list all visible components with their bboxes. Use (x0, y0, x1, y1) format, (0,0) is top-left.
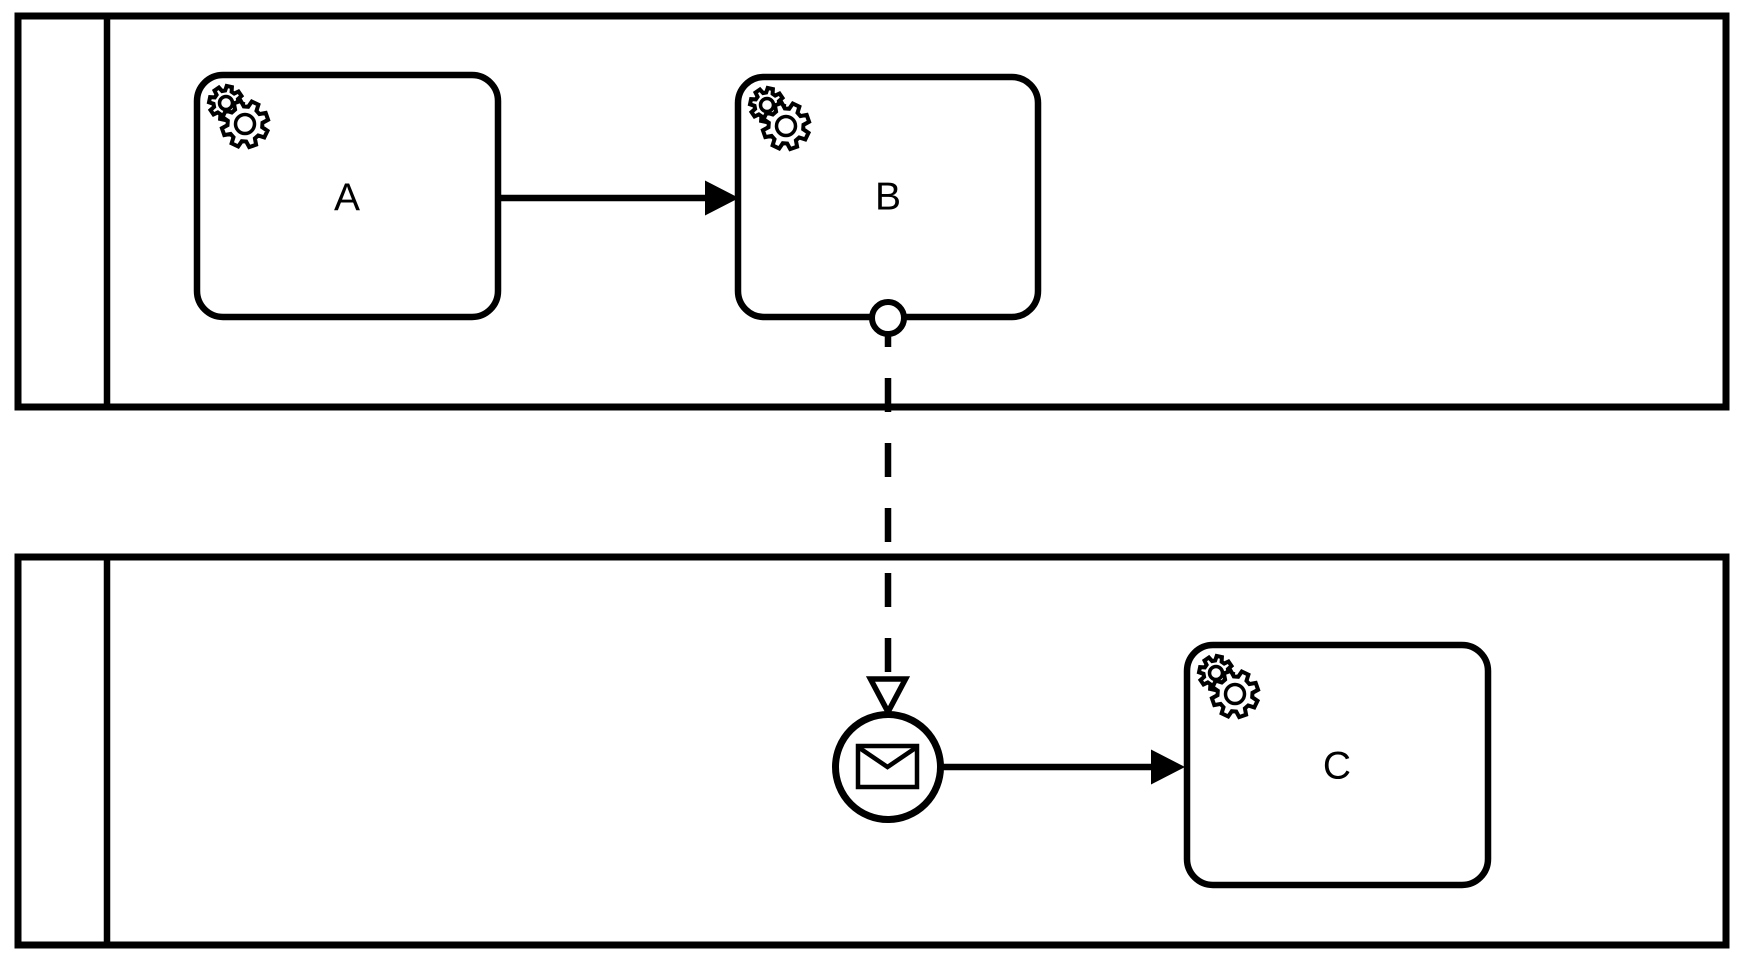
service-gears-icon (206, 83, 271, 150)
task-b[interactable]: B (734, 73, 1042, 321)
small-gear-hole (217, 94, 235, 112)
message-flow-open-arrowhead-icon (865, 676, 911, 718)
envelope-flap (856, 745, 919, 770)
sequence-arrowhead-icon (705, 180, 739, 216)
sequence-flow-event-to-c[interactable] (943, 749, 1185, 785)
task-a[interactable]: A (193, 71, 502, 321)
small-gear-hole (1207, 664, 1225, 682)
message-intermediate-event[interactable] (832, 711, 944, 823)
large-gear-hole (233, 112, 257, 136)
task-b-label: B (875, 176, 901, 219)
task-a-label: A (334, 177, 360, 220)
large-gear-hole (1223, 682, 1247, 706)
sequence-arrowhead-icon (1151, 749, 1185, 785)
task-c-label: C (1323, 745, 1351, 788)
task-c-box[interactable] (1183, 641, 1492, 889)
small-gear-hole (758, 96, 776, 114)
task-a-box[interactable] (193, 71, 502, 321)
message-envelope-icon (855, 743, 920, 790)
service-gears-icon (747, 85, 812, 152)
sequence-flow-a-to-b[interactable] (499, 180, 739, 216)
message-flow-b-to-event[interactable] (865, 299, 911, 718)
message-flow-source-circle-icon (869, 299, 907, 337)
large-gear-hole (774, 114, 798, 138)
service-gears-icon (1196, 653, 1261, 720)
task-c[interactable]: C (1183, 641, 1492, 889)
